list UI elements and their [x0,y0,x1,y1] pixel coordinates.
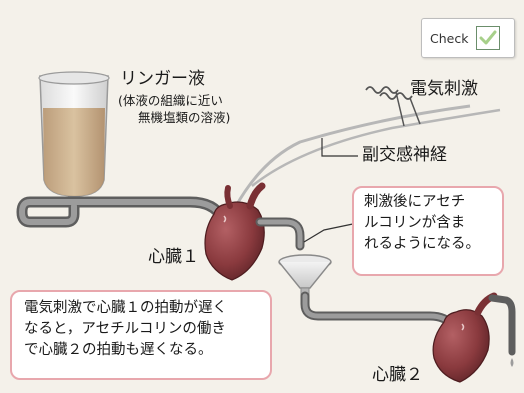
callout-acetylcholine: 刺激後にアセチ ルコリンが含ま れるようになる。 [352,186,504,276]
ringer-label: リンガー液 [120,69,205,89]
electrode-coil-icon [365,86,421,127]
heart2-label: 心臓２ [372,365,423,385]
nerve-leader [321,138,358,157]
callout-right-line-2: ルコリンが含ま [364,215,466,232]
check-button-label: Check [430,30,469,46]
funnel-icon [278,254,332,297]
check-box[interactable] [476,26,501,50]
heart1-label: 心臓１ [148,247,199,267]
callout-bottom-line-1: 電気刺激で心臓１の拍動が遅く [24,300,227,316]
callout-summary: 電気刺激で心臓１の拍動が遅く なると，アセチルコリンの働き で心臓２の拍動も遅く… [10,290,272,380]
nerve-line [234,104,471,207]
container-icon [38,71,110,206]
stimulation-label: 電気刺激 [410,79,478,99]
ringer-note-line-2: 無機塩類の溶液) [138,110,231,125]
check-mark-icon [479,30,497,45]
callout-right-line-1: 刺激後にアセチ [364,194,466,210]
callout-right-line-3: れるようになる。 [364,236,480,253]
heart-icon [204,182,266,281]
callout-bottom-line-2: なると，アセチルコリンの働き [24,321,226,338]
callout-bottom-line-3: で心臓２の拍動も遅くなる。 [24,342,213,359]
check-button[interactable]: Check [421,18,515,58]
heart-icon [432,292,516,383]
ringer-note-line-1: (体液の組織に近い [118,93,223,108]
nerve-label: 副交感神経 [362,145,447,165]
